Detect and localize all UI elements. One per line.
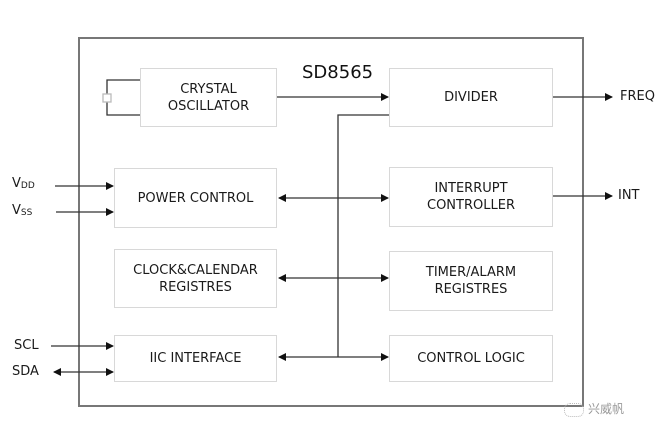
pin-sda: SDA <box>12 364 39 379</box>
chip-title: SD8565 <box>302 62 374 83</box>
timer-alarm-block: TIMER/ALARM REGISTRES <box>389 251 553 311</box>
pin-scl: SCL <box>14 338 39 353</box>
watermark-text: 兴威帆 <box>588 402 625 416</box>
chip-outline <box>78 37 584 407</box>
pin-vdd: VDD <box>12 176 35 191</box>
iic-interface-block: IIC INTERFACE <box>114 335 277 382</box>
clock-calendar-block: CLOCK&CALENDAR REGISTRES <box>114 249 277 308</box>
crystal-loop <box>106 79 140 116</box>
bus-vertical <box>337 114 389 357</box>
wechat-icon <box>564 402 584 417</box>
control-logic-block: CONTROL LOGIC <box>389 335 553 382</box>
crystal-icon <box>102 93 112 103</box>
pin-vss: VSS <box>12 203 33 218</box>
watermark: 兴威帆 <box>564 400 624 417</box>
crystal-oscillator-block: CRYSTAL OSCILLATOR <box>140 68 277 127</box>
power-control-block: POWER CONTROL <box>114 168 277 228</box>
pin-int: INT <box>618 188 640 203</box>
divider-block: DIVIDER <box>389 68 553 127</box>
interrupt-controller-block: INTERRUPT CONTROLLER <box>389 167 553 227</box>
pin-freq: FREQ <box>620 89 655 104</box>
